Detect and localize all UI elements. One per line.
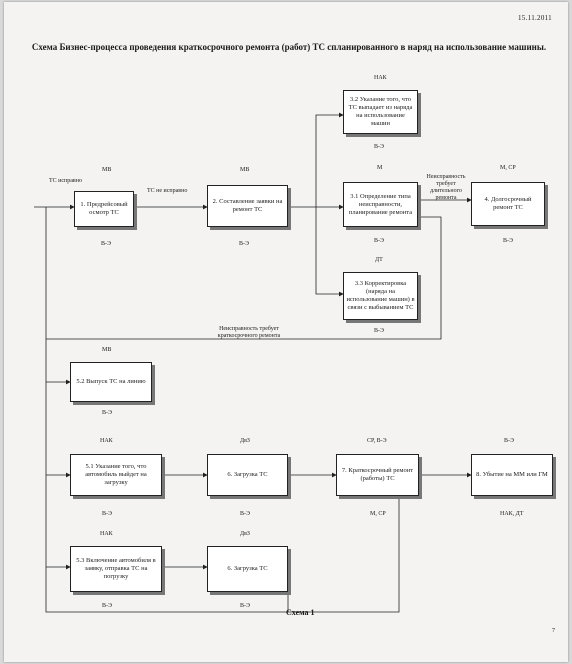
role-ve-8: В-Э (504, 438, 514, 444)
role-ve-51: В-Э (102, 511, 112, 517)
box-1-pre-trip-inspection: 1. Предрейсовый осмотр ТС (74, 191, 134, 227)
document-page: 15.11.2011 Схема Бизнес-процесса проведе… (4, 2, 568, 662)
role-m-31: М (377, 165, 383, 171)
role-dt-33: ДТ (375, 257, 383, 263)
box-6-loading: 6. Загрузка ТС (207, 454, 288, 496)
box-2-repair-request: 2. Составление заявки на ремонт ТС (207, 185, 288, 227)
role-mv-1: МВ (102, 167, 112, 173)
role-daz-6b: ДвЗ (240, 531, 250, 537)
role-mv-2: МВ (240, 167, 250, 173)
role-cpve-7: СР, В-Э (367, 438, 387, 444)
label-long-repair: Неисправность требует длительного ремонт… (426, 174, 466, 201)
role-daz-6: ДвЗ (240, 438, 250, 444)
label-ts-ok: ТС исправно (49, 178, 82, 184)
box-53-include-in-request: 5.3 Включение автомобиля в заявку, отпра… (70, 546, 162, 592)
line-left-spine (45, 207, 197, 613)
box-32-excluded-from-order: 3.2 Указание того, что ТС выпадает из на… (343, 90, 418, 134)
line-short-repair (46, 216, 442, 340)
role-ve-6b: В-Э (240, 603, 250, 609)
role-mv-52: МВ (102, 347, 112, 353)
page-number: 7 (552, 628, 555, 634)
box-6b-loading: 6. Загрузка ТС (207, 546, 288, 592)
role-nak-53: НАК (100, 531, 113, 537)
box-51-loading-notice: 5.1 Указание того, что автомобиль выйдет… (70, 454, 162, 496)
label-short-repair: Неисправность требует краткосрочного рем… (217, 326, 281, 339)
role-mcp-4: М, СР (500, 165, 516, 171)
role-nak-51: НАК (100, 438, 113, 444)
box-7-short-repair: 7. Краткосрочный ремонт (работы) ТС (336, 454, 419, 496)
diagram-title: Схема Бизнес-процесса проведения краткос… (31, 42, 547, 52)
connector-lines (34, 112, 472, 613)
box-4-long-repair: 4. Долгосрочный ремонт ТС (471, 182, 545, 226)
role-nak-32: НАК (374, 75, 387, 81)
arrow-to-32 (315, 112, 344, 207)
role-ve-1: В-Э (101, 241, 111, 247)
role-ve-31: В-Э (374, 238, 384, 244)
role-ve-6: В-Э (240, 511, 250, 517)
box-8-departure: 8. Убытие на ММ или ГМ (471, 454, 553, 496)
line-6b-to-7 (197, 482, 400, 613)
box-52-release-to-line: 5.2 Выпуск ТС на линию (70, 362, 152, 402)
role-ve-52: В-Э (102, 410, 112, 416)
role-ve-33: В-Э (374, 328, 384, 334)
role-ve-4: В-Э (503, 238, 513, 244)
role-mcp-7: М, СР (370, 511, 386, 517)
role-ve-32: В-Э (374, 144, 384, 150)
box-33-order-correction: 3.3 Корректировка (наряда на использован… (343, 272, 418, 320)
figure-caption: Схема 1 (286, 608, 315, 617)
arrow-to-33 (315, 207, 344, 297)
label-ts-not-ok: ТС не исправно (147, 188, 188, 194)
box-31-fault-type: 3.1 Определение типа неисправности, план… (343, 182, 418, 227)
role-ve-2: В-Э (239, 241, 249, 247)
role-ve-53: В-Э (102, 603, 112, 609)
document-date: 15.11.2011 (518, 14, 552, 22)
role-nakdt-8: НАК, ДТ (500, 511, 524, 517)
